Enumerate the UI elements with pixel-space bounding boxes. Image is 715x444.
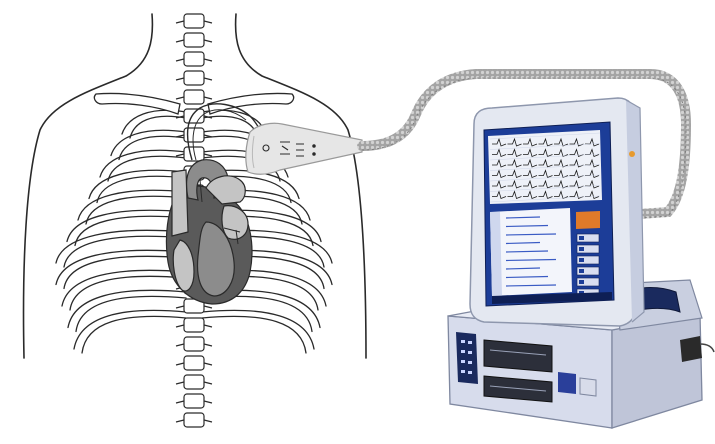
rib bbox=[122, 110, 186, 138]
vertebra bbox=[184, 71, 204, 85]
vertebra bbox=[184, 14, 204, 28]
monitor-screen bbox=[484, 122, 614, 306]
vertebra bbox=[184, 413, 204, 427]
rib bbox=[56, 250, 186, 288]
heart-icon bbox=[166, 160, 252, 304]
vertebra bbox=[184, 375, 204, 389]
rib bbox=[202, 310, 314, 353]
rib bbox=[111, 130, 186, 159]
vertebra bbox=[184, 337, 204, 351]
vertebra bbox=[184, 318, 204, 332]
keypad-panel bbox=[456, 332, 478, 384]
vertebra bbox=[184, 394, 204, 408]
active-menu-button bbox=[576, 211, 600, 229]
vertebra bbox=[184, 33, 204, 47]
rib bbox=[74, 310, 186, 353]
vertebra bbox=[184, 356, 204, 370]
ultrasound-probe-icon bbox=[246, 123, 362, 174]
vena-cava bbox=[172, 170, 188, 236]
vertebra bbox=[184, 52, 204, 66]
vertebra bbox=[184, 90, 204, 104]
